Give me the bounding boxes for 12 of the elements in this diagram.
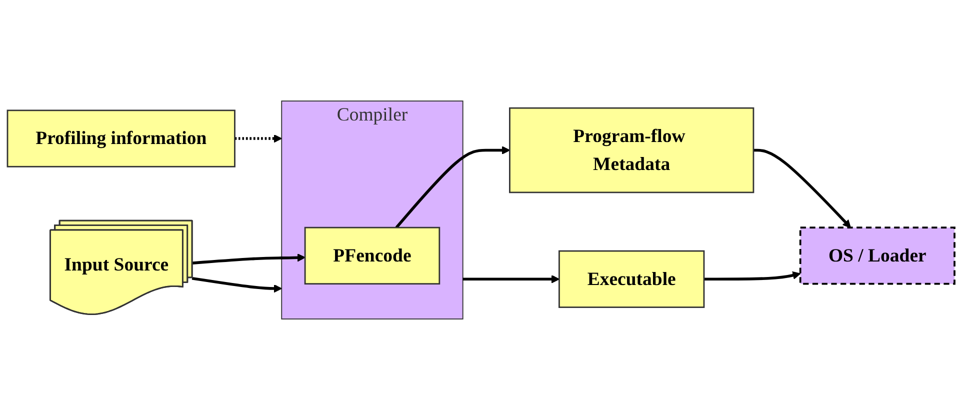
arrow bbox=[192, 254, 306, 264]
arrow bbox=[753, 148, 851, 228]
node-box: Executable bbox=[558, 250, 705, 308]
node-box: PFencode bbox=[304, 226, 440, 285]
arrow bbox=[192, 276, 282, 293]
arrow bbox=[462, 275, 560, 284]
node-box: Program-flow Metadata bbox=[509, 107, 754, 194]
node-box: Profiling information bbox=[6, 110, 236, 168]
node-box: OS / Loader bbox=[799, 226, 956, 285]
arrow bbox=[395, 146, 510, 228]
arrow bbox=[704, 271, 801, 281]
arrow bbox=[234, 134, 282, 143]
